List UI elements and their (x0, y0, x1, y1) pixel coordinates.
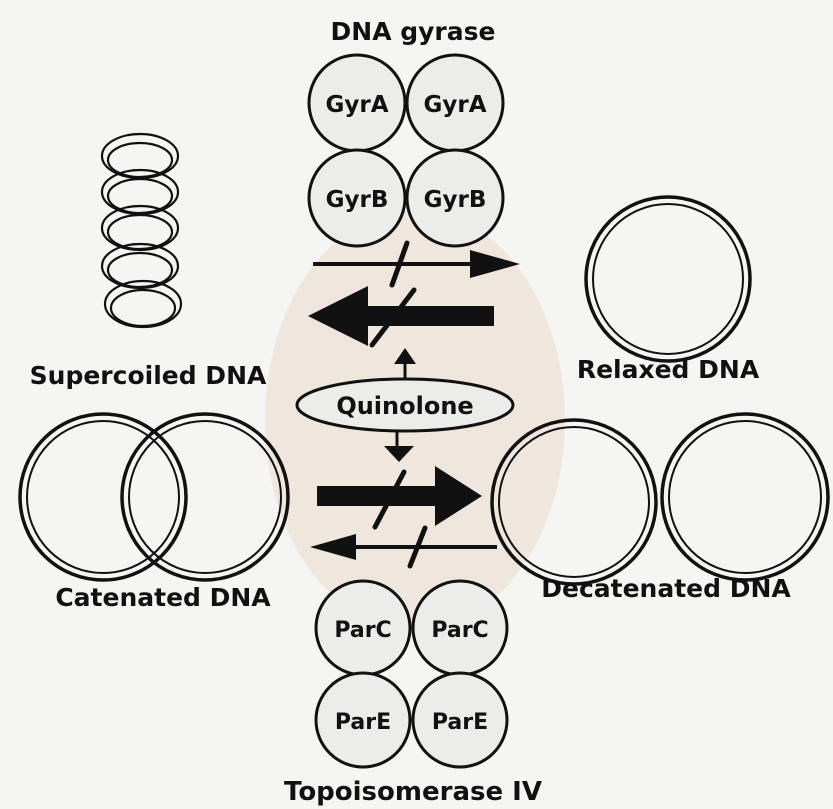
catenated-dna-shape (20, 414, 288, 580)
relaxed-dna-shape (586, 197, 750, 361)
quinolone-label: Quinolone (336, 392, 473, 420)
pare-label-right: ParE (432, 710, 488, 735)
dna-gyrase-label: DNA gyrase (331, 17, 496, 46)
relaxed-dna-label: Relaxed DNA (577, 355, 760, 384)
topoisomerase-iv-label: Topoisomerase IV (284, 777, 542, 807)
catenated-dna-label: Catenated DNA (55, 583, 271, 612)
gyrb-label-right: GyrB (424, 187, 487, 213)
supercoiled-dna-shape (102, 134, 181, 327)
pare-label-left: ParE (335, 710, 391, 735)
gyra-label-right: GyrA (423, 92, 486, 118)
parc-label-right: ParC (431, 618, 488, 643)
supercoiled-dna-label: Supercoiled DNA (30, 361, 267, 390)
decatenated-dna-label: Decatenated DNA (541, 574, 791, 603)
parc-label-left: ParC (334, 618, 391, 643)
gyrb-label-left: GyrB (326, 187, 389, 213)
gyra-label-left: GyrA (325, 92, 388, 118)
